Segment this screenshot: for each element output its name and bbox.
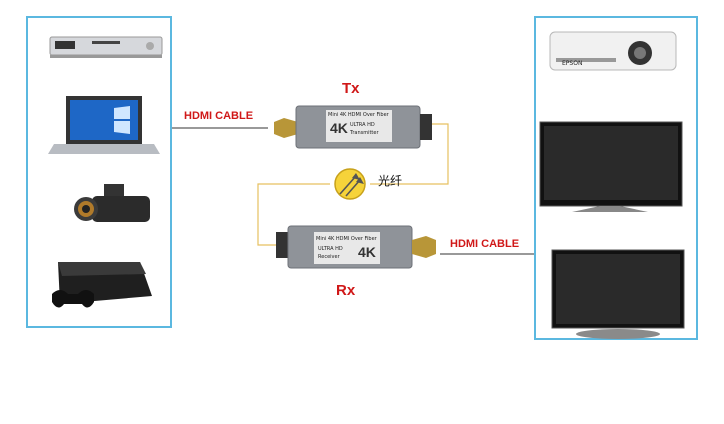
laptop-icon [48, 96, 160, 154]
rx-module [276, 225, 436, 269]
rx-label: Rx [336, 282, 356, 299]
fiber-optic-icon [334, 168, 366, 200]
hdmi-cable-label-left: HDMI CABLE [184, 110, 254, 122]
rx-module-model-text: Mini 4K HDMI Over Fiber [316, 236, 377, 242]
tx-module-logo: 4K [330, 120, 348, 136]
tx-module-model-text: Mini 4K HDMI Over Fiber [328, 112, 389, 118]
tx-label: Tx [342, 80, 360, 97]
tv-icon [539, 121, 683, 212]
camcorder-icon [74, 184, 150, 222]
fiber-line [370, 123, 449, 185]
rx-module-logo: 4K [358, 244, 376, 260]
fiber-line-lower [257, 183, 330, 246]
monitor-icon [551, 249, 685, 339]
tx-module-badge: ULTRA HD [350, 122, 375, 128]
projector-brand: EPSON [562, 60, 583, 67]
game-console-icon [52, 262, 152, 308]
fiber-label: 光纤 [378, 174, 403, 188]
rx-module-badge: ULTRA HD [318, 246, 343, 252]
rx-module-sub: Receiver [318, 254, 340, 260]
tx-module-sub: Transmitter [350, 130, 379, 136]
dvd-player-icon [49, 36, 163, 58]
projector-icon [549, 31, 677, 71]
hdmi-cable-label-right: HDMI CABLE [450, 238, 520, 250]
tx-module [274, 105, 432, 149]
